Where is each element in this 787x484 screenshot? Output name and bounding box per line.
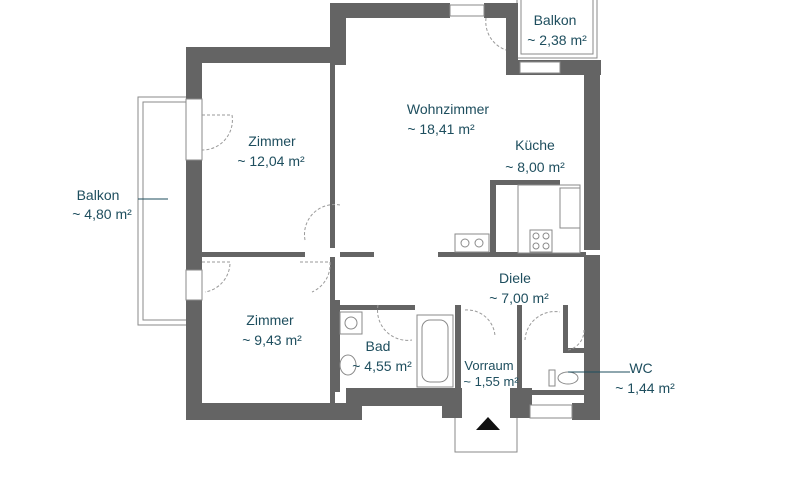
vorraum-area: ~ 1,55 m²: [463, 374, 519, 389]
interior-walls: [202, 63, 586, 407]
balkon-top-area: ~ 2,38 m²: [527, 32, 587, 48]
zimmer-bottom-name: Zimmer: [246, 312, 294, 328]
windows: [185, 4, 573, 419]
wohnzimmer-name: Wohnzimmer: [407, 101, 490, 117]
zimmer-bottom-area: ~ 9,43 m²: [242, 332, 302, 348]
kueche-area: ~ 8,00 m²: [505, 159, 565, 175]
balkon-top-name: Balkon: [534, 12, 577, 28]
bad-name: Bad: [366, 338, 391, 354]
wohnzimmer-area: ~ 18,41 m²: [407, 121, 475, 137]
vorraum-name: Vorraum: [464, 358, 513, 373]
wc-name: WC: [629, 360, 652, 376]
bad-area: ~ 4,55 m²: [352, 358, 412, 374]
balkon-left-area: ~ 4,80 m²: [72, 206, 132, 222]
diele-area: ~ 7,00 m²: [489, 290, 549, 306]
kueche-name: Küche: [515, 137, 555, 153]
diele-name: Diele: [499, 270, 531, 286]
room-labels: Balkon ~ 2,38 m² Wohnzimmer ~ 18,41 m² Z…: [72, 12, 675, 396]
bathroom-fixtures: [339, 311, 579, 388]
balcony-top-railing: [516, 0, 598, 59]
zimmer-top-name: Zimmer: [248, 133, 296, 149]
balkon-left-name: Balkon: [77, 187, 120, 203]
entrance-arrow-icon: [476, 417, 500, 430]
door-swings: [201, 17, 585, 351]
zimmer-top-area: ~ 12,04 m²: [237, 153, 305, 169]
kitchen-fixtures: [454, 184, 581, 254]
balcony-left-railing: [137, 96, 186, 326]
entrance: [454, 417, 518, 453]
wc-area: ~ 1,44 m²: [615, 380, 675, 396]
